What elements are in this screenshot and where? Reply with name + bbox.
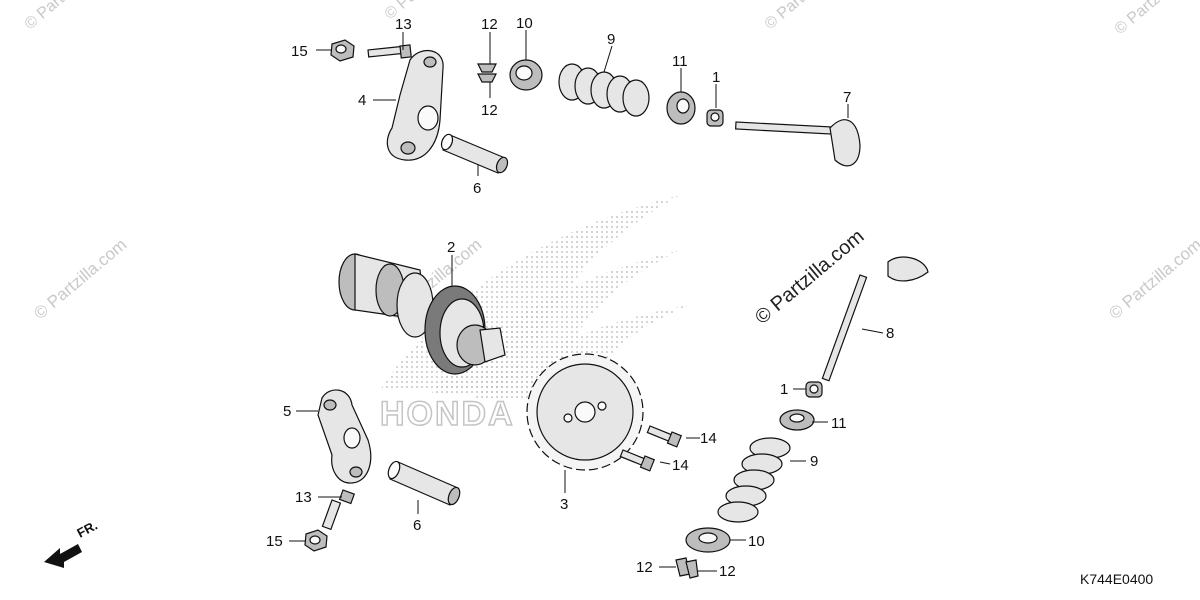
bolt-13-lower	[321, 489, 356, 531]
spring-seat-10-lower	[685, 527, 731, 553]
diagram-code: K744E0400	[1080, 571, 1153, 587]
watermark-text: © Partzilla	[762, 0, 829, 33]
callout-7: 7	[843, 89, 851, 106]
valve-7	[735, 119, 861, 167]
callout-4: 4	[358, 92, 366, 109]
shaft-6-lower	[387, 460, 461, 506]
callout-12: 12	[481, 16, 498, 33]
cotter-12-lower	[675, 557, 699, 579]
callout-1: 1	[780, 381, 788, 398]
callout-2: 2	[447, 239, 455, 256]
front-direction-indicator: FR.	[44, 518, 100, 568]
stem-seal-1-lower	[805, 381, 823, 398]
camshaft-2	[338, 253, 506, 375]
callout-9: 9	[810, 453, 818, 470]
valve-spring-9-lower	[717, 437, 791, 523]
front-label: FR.	[74, 518, 100, 541]
front-arrow-icon	[44, 544, 82, 568]
callout-12: 12	[481, 102, 498, 119]
callout-13: 13	[395, 16, 412, 33]
shaft-6-top	[440, 133, 509, 174]
callout-14: 14	[672, 457, 689, 474]
callout-12: 12	[719, 563, 736, 580]
retainer-11-lower	[779, 409, 815, 431]
callout-9: 9	[607, 31, 615, 48]
valve-spring-9-top	[558, 63, 650, 117]
watermark-text: © Partzilla	[1112, 0, 1179, 38]
callout-labels: 15 13 12 10 9 11 1 7 4 12 6 2 8 1 11 5 1…	[266, 15, 894, 580]
callout-3: 3	[560, 496, 568, 513]
callout-15: 15	[266, 533, 283, 550]
callout-11: 11	[831, 415, 847, 432]
callout-5: 5	[283, 403, 291, 420]
watermark-text: © Partzilla.com	[1105, 235, 1200, 323]
watermark-text: © Partzilla	[22, 0, 89, 33]
nut-15-lower	[304, 529, 328, 552]
spring-seat-10-top	[509, 59, 543, 91]
retainer-11-top	[666, 91, 696, 125]
callout-8: 8	[886, 325, 894, 342]
nut-15-top	[330, 39, 355, 62]
bolt-14-lower	[619, 449, 656, 472]
cotter-12-top	[477, 63, 497, 83]
bolt-14-upper	[646, 425, 683, 448]
valve-8	[821, 256, 929, 382]
callout-13: 13	[295, 489, 312, 506]
stem-seal-1-top	[706, 109, 724, 127]
callout-15: 15	[291, 43, 308, 60]
leader-lines	[289, 30, 884, 572]
watermark-text: © Partzilla.com	[30, 235, 130, 323]
rocker-arm-4	[386, 50, 444, 161]
callout-10: 10	[748, 533, 765, 550]
callout-6: 6	[473, 180, 481, 197]
cam-sprocket-3	[526, 353, 644, 471]
bolt-13-top	[367, 44, 412, 59]
callout-14: 14	[700, 430, 717, 447]
callout-11: 11	[672, 53, 688, 70]
rocker-arm-5	[317, 389, 372, 484]
honda-logo-text: HONDA	[380, 395, 515, 433]
callout-10: 10	[516, 15, 533, 32]
callout-6: 6	[413, 517, 421, 534]
watermark-text: © Partzilla	[382, 0, 449, 23]
callout-12: 12	[636, 559, 653, 576]
callout-1: 1	[712, 69, 720, 86]
